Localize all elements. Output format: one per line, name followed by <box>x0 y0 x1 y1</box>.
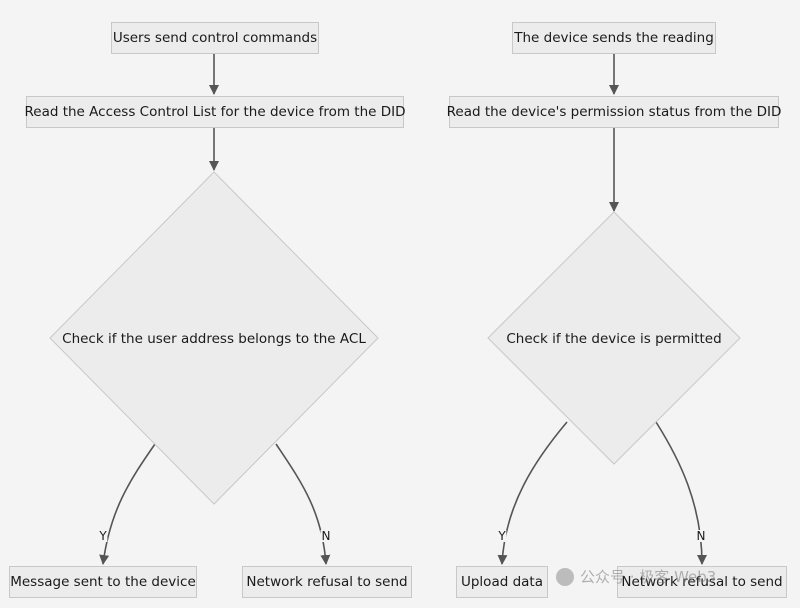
decision-diamond-right <box>487 211 741 465</box>
decision-diamond-left <box>49 171 379 505</box>
right-no-label: N <box>695 529 707 543</box>
edge-left-yes <box>99 443 156 565</box>
right-read-node: Read the device's permission status from… <box>447 96 781 128</box>
right-yes-label: Y <box>497 529 507 543</box>
left-no-result-node: Network refusal to send <box>242 566 412 598</box>
watermark-text: 公众号 · 极客 Web3 <box>580 568 717 586</box>
left-read-node: Read the Access Control List for the dev… <box>25 96 406 128</box>
right-yes-result-node: Upload data <box>456 566 548 598</box>
left-no-label: N <box>320 529 332 543</box>
watermark: 公众号 · 极客 Web3 <box>556 566 716 587</box>
edge-right-no <box>655 421 707 565</box>
left-decision-text: Check if the user address belongs to the… <box>62 331 366 347</box>
edge-right-yes <box>497 421 568 565</box>
right-decision-text: Check if the device is permitted <box>506 331 722 347</box>
right-no-result-node: Network refusal to send <box>617 566 787 598</box>
left-yes-result-node: Message sent to the device <box>9 566 197 598</box>
edge-left-no <box>275 443 331 565</box>
left-yes-label: Y <box>98 529 108 543</box>
right-start-node: The device sends the reading <box>512 22 716 54</box>
left-start-node: Users send control commands <box>111 22 319 54</box>
wechat-icon <box>556 567 574 586</box>
